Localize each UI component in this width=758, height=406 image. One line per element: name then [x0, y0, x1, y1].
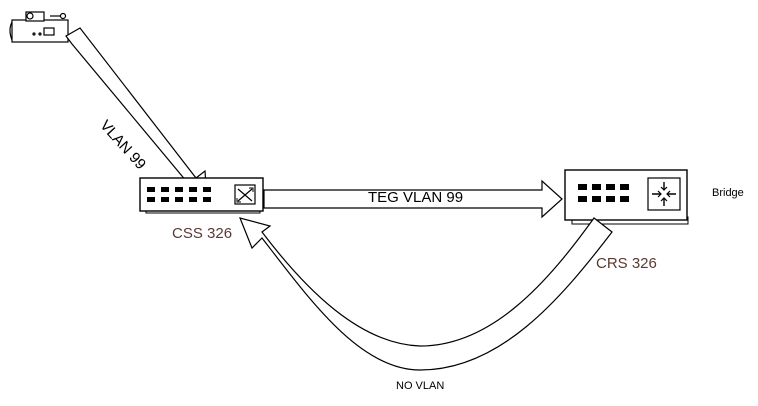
vlan99-arrow	[65, 27, 208, 201]
switch-ports	[147, 187, 211, 202]
teg-vlan99-label: TEG VLAN 99	[368, 189, 464, 206]
bridge-label: Bridge	[712, 187, 744, 199]
no-vlan-arrow	[238, 217, 613, 371]
router-icon	[647, 177, 681, 211]
css326-label: CSS 326	[172, 225, 233, 242]
teg-vlan99-arrow	[263, 179, 563, 219]
no-vlan-label: NO VLAN	[396, 380, 445, 392]
css-switch-device	[139, 177, 264, 214]
switch-icon	[234, 184, 256, 205]
crs326-label: CRS 326	[596, 255, 657, 272]
crs-router-device	[564, 169, 689, 225]
camera-device-icon	[9, 11, 69, 43]
router-ports	[578, 184, 629, 202]
